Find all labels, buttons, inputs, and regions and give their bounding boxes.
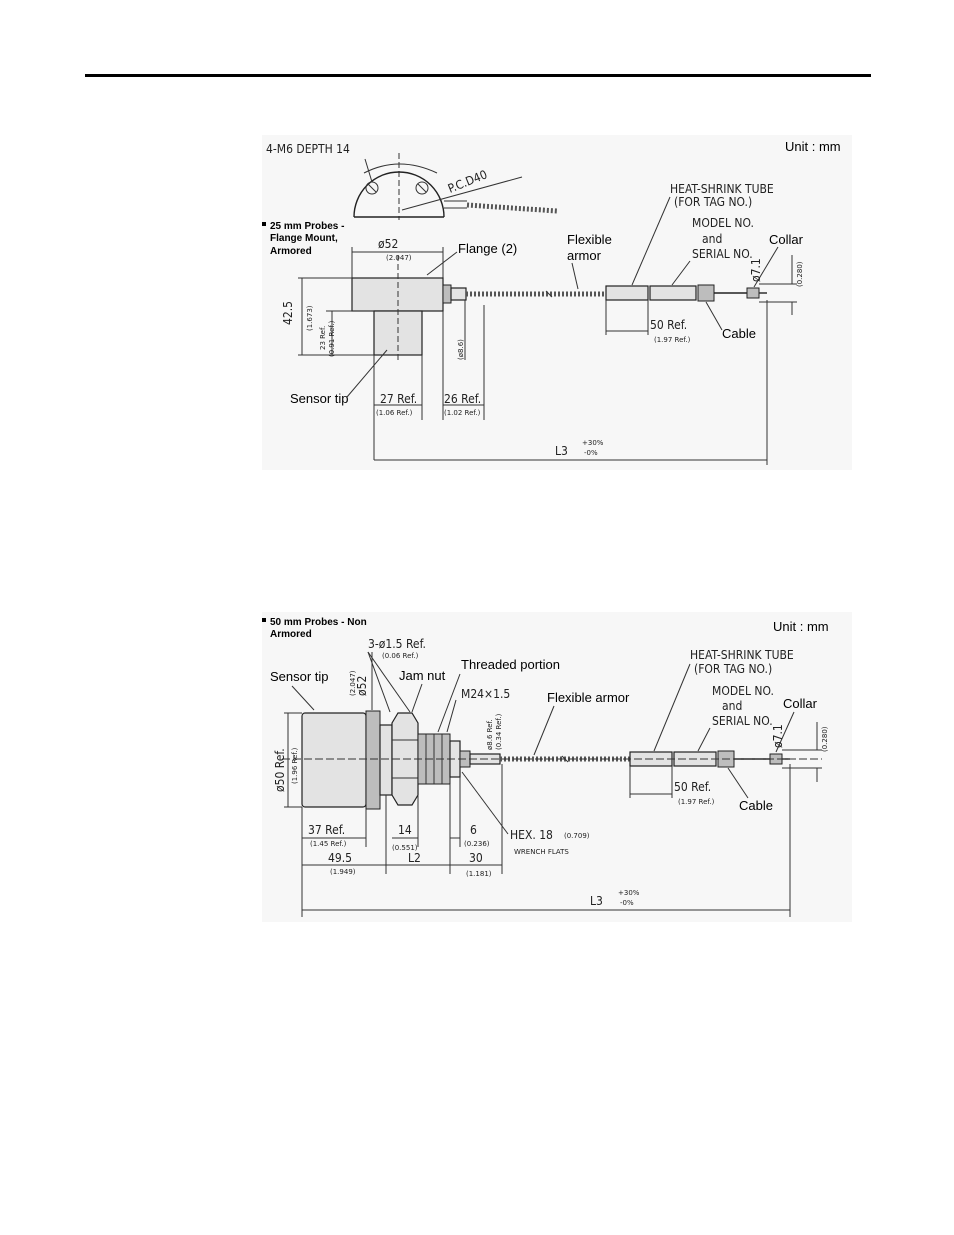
dim-d71: ø7.1 — [749, 258, 763, 282]
dim-d86: ø8.6 Ref. — [486, 719, 494, 750]
model-label-1: MODEL NO. — [692, 216, 754, 230]
flexible-armor-label-2: armor — [567, 248, 602, 263]
unit-label: Unit : mm — [785, 139, 841, 154]
drawing-non-armored: 50 mm Probes - Non Armored Unit : mm Sen… — [262, 617, 829, 917]
model-label-3: SERIAL NO. — [712, 714, 773, 728]
collar-label: Collar — [783, 696, 818, 711]
dim-r14: 14 — [398, 823, 412, 837]
dim-holes: 3-ø1.5 Ref. — [368, 637, 426, 651]
dim-r30-in: (1.181) — [466, 870, 492, 878]
model-label-2: and — [722, 699, 742, 713]
heat-shrink-label-1: HEAT-SHRINK TUBE — [690, 648, 794, 662]
title-bullet — [262, 222, 266, 226]
title-line-2: Armored — [270, 629, 312, 640]
dim-d52: ø52 — [378, 237, 398, 251]
flexible-armor-label: Flexible armor — [547, 690, 630, 705]
dim-r495-in: (1.949) — [330, 868, 356, 876]
dim-l3-tol-plus: +30% — [582, 439, 604, 447]
dim-l3: L3 — [590, 894, 603, 908]
diagram-non-armored: 50 mm Probes - Non Armored Unit : mm Sen… — [262, 612, 852, 922]
drawing-flange-mount: 4-M6 DEPTH 14 P.C.D40 Unit : mm 25 mm Pr… — [262, 139, 841, 465]
dim-r37-in: (1.45 Ref.) — [310, 840, 347, 848]
title-line-1: 50 mm Probes - Non — [270, 617, 367, 628]
wrench-flats-label: WRENCH FLATS — [514, 848, 569, 856]
probe-side-view — [282, 710, 822, 810]
dim-d86: (ø8.6) — [457, 339, 465, 360]
dim-h23-in: (0.91 Ref.) — [328, 320, 336, 357]
dim-d71-in: (0.280) — [796, 261, 804, 287]
depth-label: 4-M6 DEPTH 14 — [266, 142, 350, 156]
dim-r37: 37 Ref. — [308, 823, 345, 837]
dim-r26-in: (1.02 Ref.) — [444, 409, 481, 417]
dim-r50-in: (1.97 Ref.) — [678, 798, 715, 806]
header-rule — [85, 74, 871, 77]
dim-r6-in: (0.236) — [464, 840, 490, 848]
dim-r30: 30 — [469, 851, 483, 865]
flange-top-view — [353, 153, 558, 220]
cable-label: Cable — [722, 326, 756, 341]
dim-l2: L2 — [408, 851, 421, 865]
dim-d52-in: (2.047) — [349, 670, 357, 696]
title-bullet — [262, 618, 266, 622]
title-line-2: Flange Mount, — [270, 233, 338, 244]
model-label-3: SERIAL NO. — [692, 247, 753, 261]
dim-d52: ø52 — [355, 676, 369, 696]
dim-r6: 6 — [470, 823, 477, 837]
dim-l3-tol-plus: +30% — [618, 889, 640, 897]
flexible-armor-label-1: Flexible — [567, 232, 612, 247]
dim-l3-tol-minus: -0% — [584, 449, 598, 457]
hex-label-in: (0.709) — [564, 832, 590, 840]
heat-shrink-label-2: (FOR TAG NO.) — [694, 662, 772, 676]
dim-r27: 27 Ref. — [380, 392, 417, 406]
dim-h23: 23 Ref. — [319, 326, 327, 350]
dim-h425-in: (1.673) — [306, 305, 314, 331]
sensor-tip-label: Sensor tip — [290, 391, 349, 406]
cable-label: Cable — [739, 798, 773, 813]
diagram-flange-mount-armored: 4-M6 DEPTH 14 P.C.D40 Unit : mm 25 mm Pr… — [262, 135, 852, 470]
dim-d50: ø50 Ref. — [273, 748, 287, 792]
dim-r27-in: (1.06 Ref.) — [376, 409, 413, 417]
dim-d71-in: (0.280) — [821, 726, 829, 752]
jam-nut-label: Jam nut — [399, 668, 446, 683]
title-line-1: 25 mm Probes - — [270, 221, 344, 232]
probe-side-view — [351, 247, 797, 360]
dim-l3-tol-minus: -0% — [620, 899, 634, 907]
sensor-tip-label: Sensor tip — [270, 669, 329, 684]
dim-r50: 50 Ref. — [650, 318, 687, 332]
dim-r495: 49.5 — [328, 851, 352, 865]
dim-holes-in: (0.06 Ref.) — [382, 652, 419, 660]
collar-label: Collar — [769, 232, 804, 247]
dim-d52-in: (2.047) — [386, 254, 412, 262]
unit-label: Unit : mm — [773, 619, 829, 634]
dim-d50-in: (1.96 Ref.) — [291, 747, 299, 784]
dim-r50: 50 Ref. — [674, 780, 711, 794]
threaded-label: Threaded portion — [461, 657, 560, 672]
flange-label: Flange (2) — [458, 241, 517, 256]
dim-h425: 42.5 — [281, 301, 295, 325]
model-label-1: MODEL NO. — [712, 684, 774, 698]
dim-d71: ø7.1 — [771, 724, 785, 748]
thread-spec-label: M24×1.5 — [461, 687, 510, 701]
dim-r26: 26 Ref. — [444, 392, 481, 406]
model-label-2: and — [702, 232, 722, 246]
title-line-3: Armored — [270, 246, 312, 257]
heat-shrink-label-2: (FOR TAG NO.) — [674, 195, 752, 209]
dim-d86-in: (0.34 Ref.) — [495, 713, 503, 750]
heat-shrink-label-1: HEAT-SHRINK TUBE — [670, 182, 774, 196]
dim-l3: L3 — [555, 444, 568, 458]
hex-label: HEX. 18 — [510, 828, 553, 842]
dim-r50-in: (1.97 Ref.) — [654, 336, 691, 344]
dim-r14-in: (0.551) — [392, 844, 418, 852]
